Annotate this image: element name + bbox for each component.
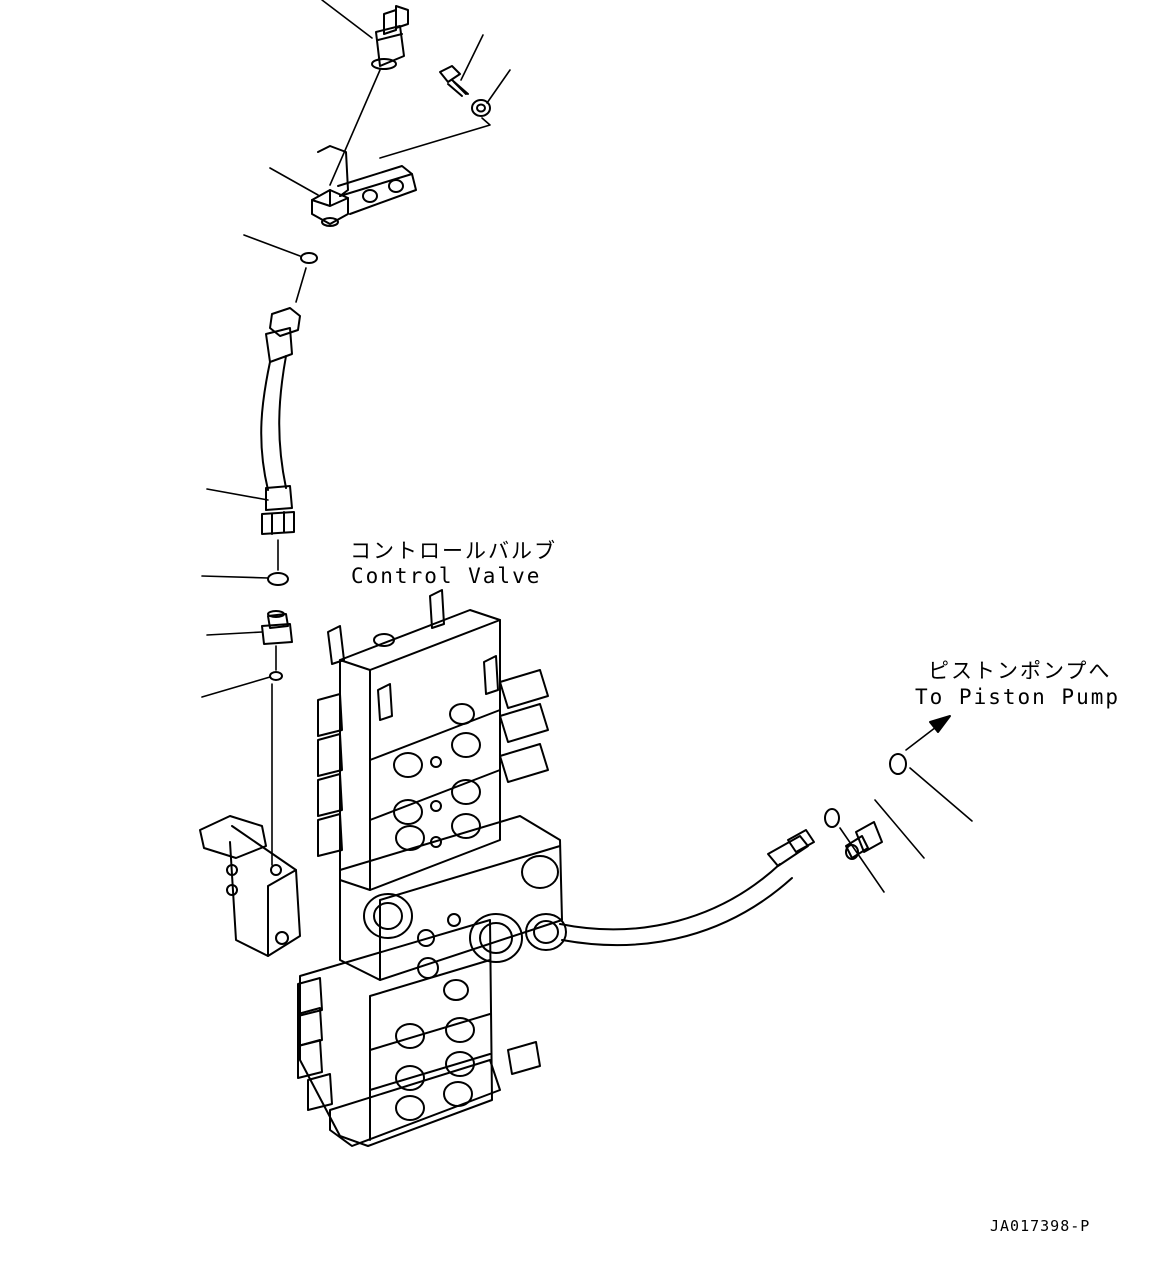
to-pump-label-en: To Piston Pump (915, 685, 1121, 709)
o-ring-part (300, 252, 318, 264)
o-ring-part (889, 753, 907, 775)
bolt-part (439, 65, 469, 97)
bracket-part (311, 145, 417, 227)
drawing-number: JA017398-P (990, 1217, 1091, 1235)
pump-adapter-fitting-part (845, 821, 883, 860)
o-ring-part (824, 808, 840, 828)
washer-part (471, 99, 491, 117)
grease-fitting-part (371, 5, 409, 70)
leader-lines (201, 0, 973, 893)
to-pump-label-jp: ピストンポンプへ (928, 659, 1112, 683)
control-valve-label-jp: コントロールバルブ (350, 539, 557, 563)
adapter-fitting-part (261, 610, 293, 645)
pump-hose-part (559, 829, 815, 947)
control-valve-label-en: Control Valve (351, 564, 542, 588)
o-ring-part (269, 671, 283, 681)
control-valve-body (199, 589, 567, 1147)
direction-arrow (905, 715, 951, 751)
hose-assembly-part (260, 307, 301, 535)
o-ring-part (267, 572, 289, 586)
